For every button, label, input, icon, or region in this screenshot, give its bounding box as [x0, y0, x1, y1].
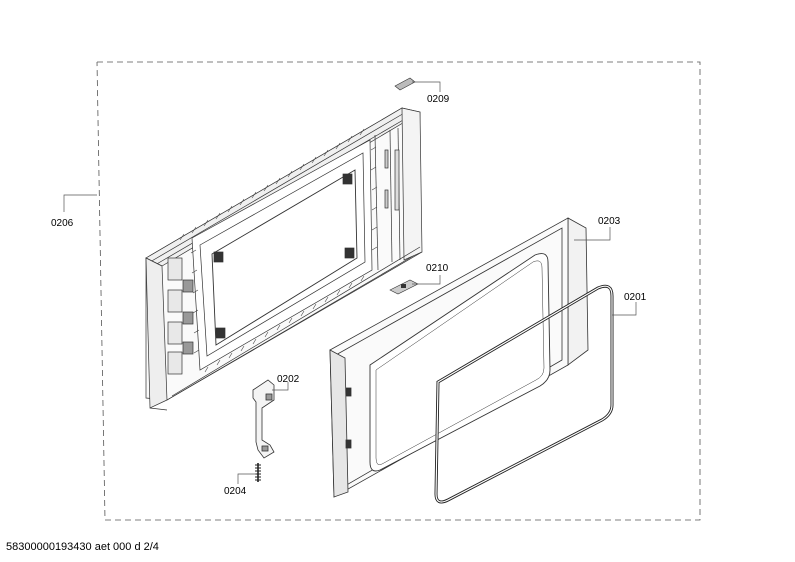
hinge-plate-part [394, 77, 416, 91]
label-0202: 0202 [277, 374, 300, 385]
assembly-boundary [96, 61, 701, 521]
leader-0202 [272, 382, 289, 391]
label-0203: 0203 [598, 216, 621, 227]
leader-0204 [237, 473, 256, 484]
label-0201: 0201 [624, 292, 647, 303]
door-frame-part [145, 107, 423, 411]
label-0210: 0210 [426, 263, 449, 274]
label-0204: 0204 [224, 486, 247, 497]
small-clip-part [389, 279, 419, 295]
hook-part [252, 379, 275, 459]
door-cover-part [329, 217, 589, 498]
drawing-code: 58300000193430 aet 000 d 2/4 [6, 541, 159, 553]
leader-0209 [412, 81, 441, 92]
leader-0201 [612, 302, 637, 316]
leader-0210 [412, 275, 441, 285]
leader-0203 [574, 227, 611, 241]
spring-part [255, 463, 261, 482]
door-seal-part [434, 284, 614, 504]
label-0209: 0209 [427, 94, 450, 105]
label-0206: 0206 [51, 218, 74, 229]
leader-0206 [63, 194, 97, 212]
